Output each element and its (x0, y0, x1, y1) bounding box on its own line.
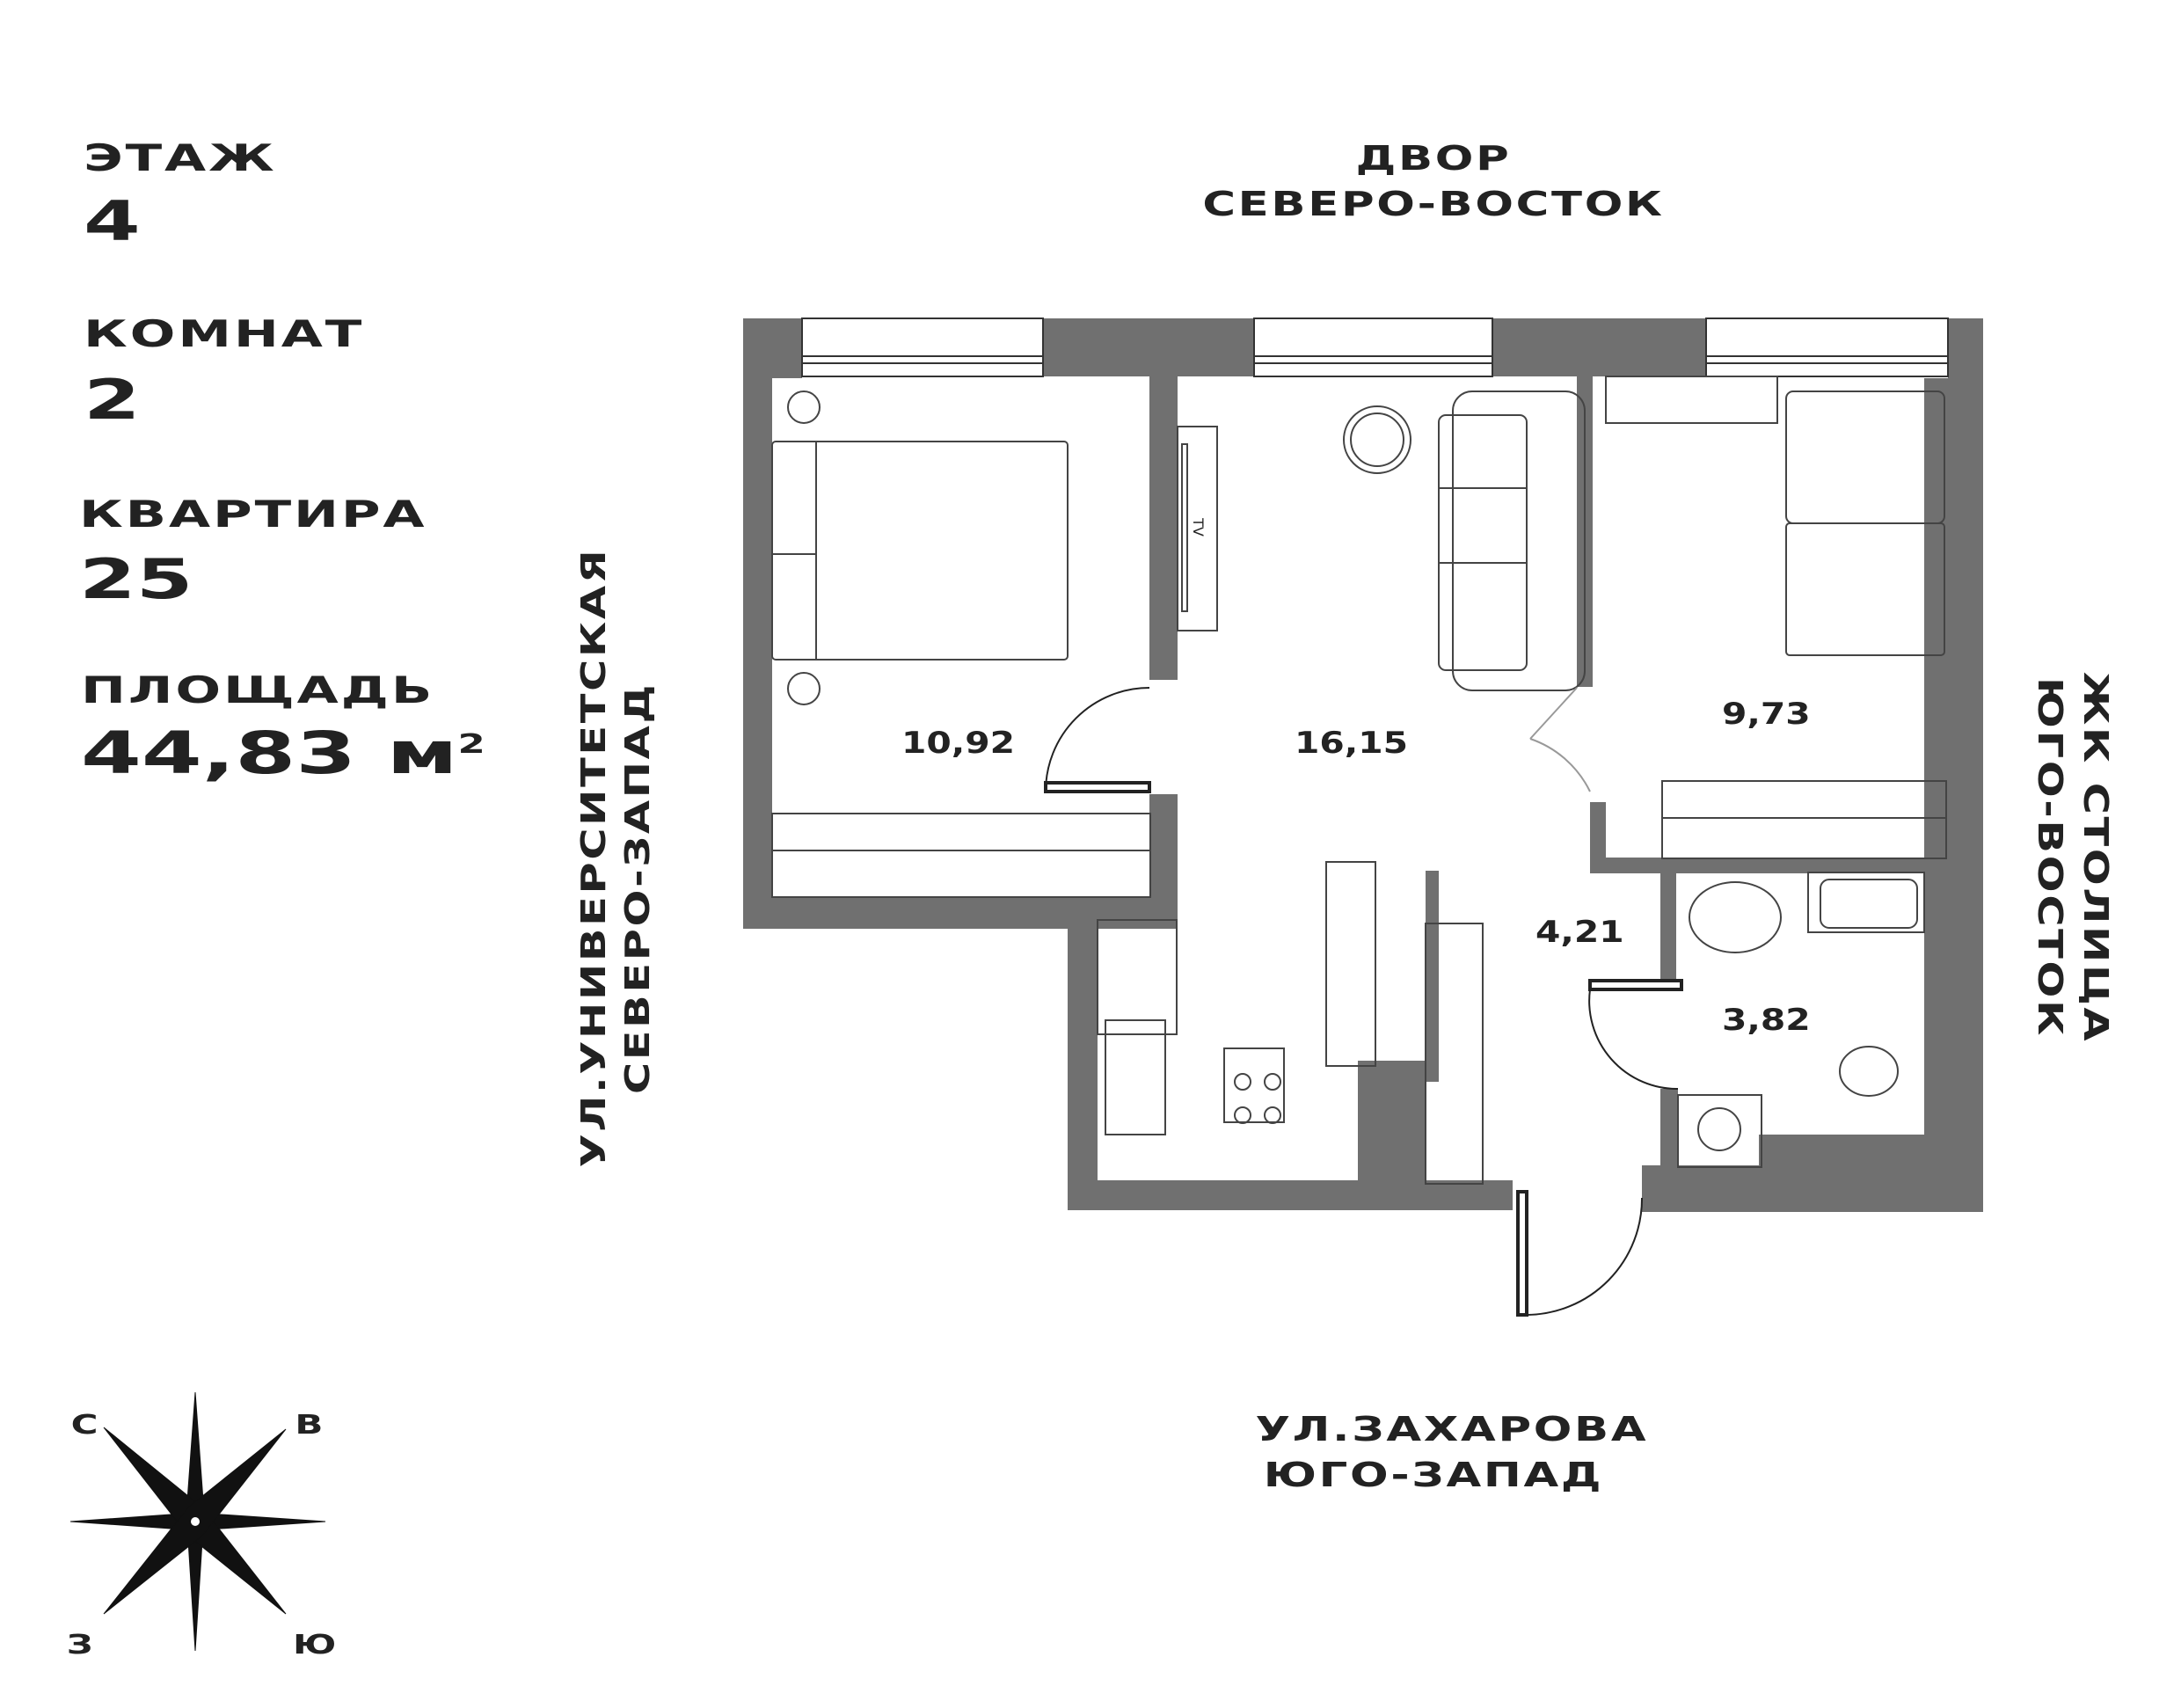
direction-top-line1: ДВОР (1355, 139, 1512, 178)
room-area-bathroom: 3,82 (1722, 1003, 1811, 1038)
area-number: 44,83 м (81, 719, 458, 787)
tv-unit (1177, 426, 1218, 631)
area-value: 44,83 м2 (81, 719, 485, 787)
compass-west-label: З (66, 1630, 93, 1661)
rooms-value: 2 (84, 368, 141, 432)
rooms-label: КОМНАТ (84, 312, 365, 355)
room-area-second-bedroom: 9,73 (1722, 697, 1811, 732)
tv-label: TV (1189, 518, 1207, 536)
doors (1044, 687, 1683, 1317)
area-unit-sup: 2 (457, 729, 485, 760)
direction-bottom-line1: УЛ.ЗАХАРОВА (1255, 1410, 1649, 1449)
compass-east-label: В (295, 1410, 324, 1441)
windows (801, 318, 1949, 377)
direction-top-line2: СЕВЕРО-ВОСТОК (1202, 185, 1665, 223)
compass-rose (69, 1391, 326, 1652)
walls (743, 318, 1983, 1212)
floor-label: ЭТАЖ (84, 136, 277, 179)
area-label: ПЛОЩАДЬ (81, 668, 435, 712)
compass-north-label: С (70, 1410, 98, 1441)
furniture (771, 376, 1947, 1185)
apartment-label: КВАРТИРА (79, 493, 427, 536)
room-area-living-room: 16,15 (1295, 726, 1409, 761)
compass-south-label: Ю (292, 1630, 337, 1661)
room-area-hallway: 4,21 (1535, 915, 1624, 950)
direction-bottom-line2: ЮГО-ЗАПАД (1263, 1456, 1604, 1494)
apartment-value: 25 (79, 547, 193, 611)
room-area-bedroom: 10,92 (901, 726, 1016, 761)
floor-value: 4 (84, 189, 141, 253)
